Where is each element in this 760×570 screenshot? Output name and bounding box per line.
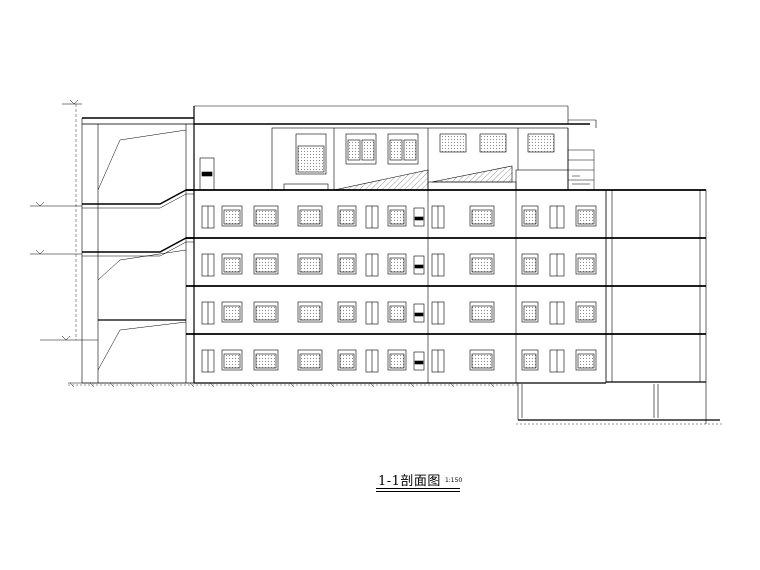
title-underline-thick [376, 488, 460, 489]
roof-stair [567, 149, 595, 191]
drawing-scale: 1:150 [444, 477, 463, 484]
penthouse-windows [295, 133, 555, 175]
roof-hatch [333, 169, 429, 191]
floor-windows [201, 205, 597, 373]
ground-hatch [69, 382, 495, 388]
drawing-title: 1-1剖面图 [378, 474, 441, 489]
title-underline-thin [376, 491, 460, 492]
left-wing [81, 123, 195, 384]
ramp-lines [97, 129, 187, 371]
interior-columns [427, 190, 607, 383]
basement [516, 382, 724, 425]
level-markers [30, 99, 98, 341]
